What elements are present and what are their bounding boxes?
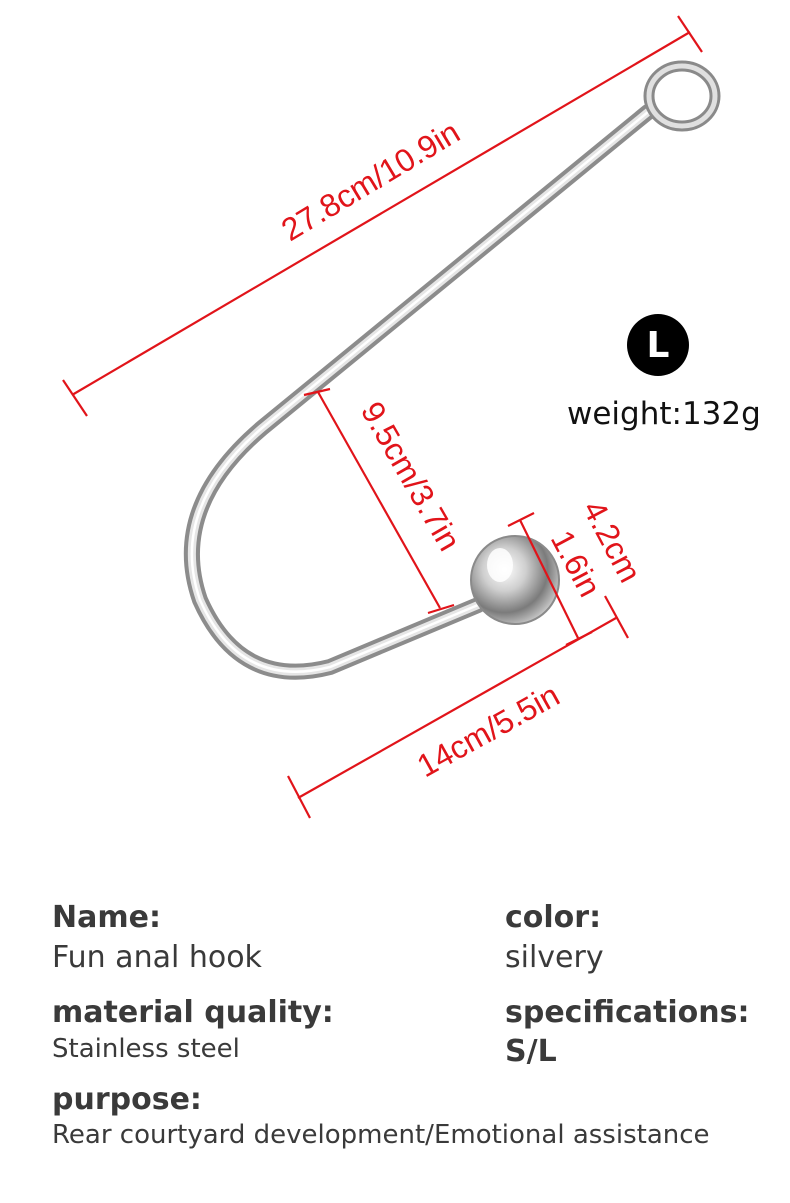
name-label: Name:	[52, 900, 161, 935]
material-value: Stainless steel	[52, 1034, 240, 1064]
purpose-value: Rear courtyard development/Emotional ass…	[52, 1120, 710, 1150]
specifications-label: specifications:	[505, 995, 750, 1030]
material-label: material quality:	[52, 995, 334, 1030]
hook-depth-label: 9.5cm/3.7in	[354, 396, 468, 557]
hook-width-label: 14cm/5.5in	[411, 677, 565, 784]
hook-product-image	[183, 60, 721, 680]
weight-label: weight:132g	[567, 396, 761, 432]
hook-width-dimension	[287, 595, 629, 819]
purpose-label: purpose:	[52, 1082, 202, 1117]
hook-depth-dimension	[303, 387, 455, 615]
size-badge: L	[627, 314, 689, 376]
color-label: color:	[505, 900, 602, 935]
name-value: Fun anal hook	[52, 940, 262, 975]
color-value: silvery	[505, 940, 604, 975]
product-diagram: 27.8cm/10.9in 9.5cm/3.7in 4.2cm 1.6in 14…	[62, 15, 721, 819]
specifications-value: S/L	[505, 1034, 557, 1069]
total-length-dimension	[62, 15, 703, 417]
